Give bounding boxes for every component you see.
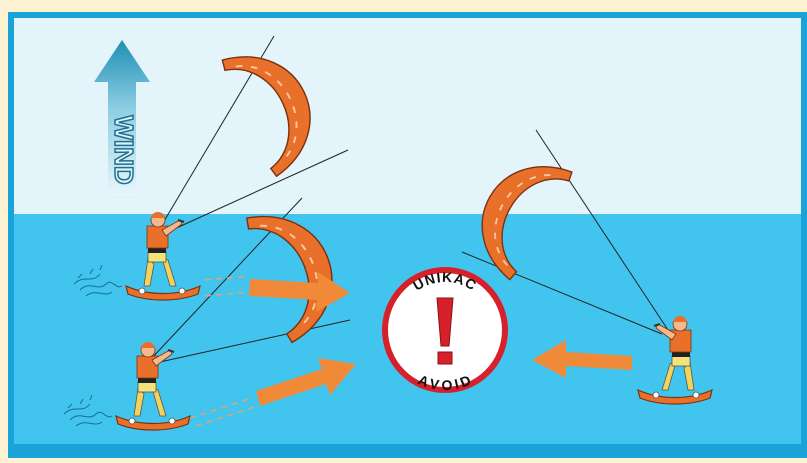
direction-arrow-icon — [249, 272, 350, 312]
sky-area — [14, 18, 801, 214]
avoid-sign-bottom-text: AVOID — [416, 371, 474, 393]
direction-arrow-icon — [256, 358, 356, 406]
motion-trails — [189, 275, 259, 427]
direction-arrow-icon — [532, 340, 632, 378]
wind-arrow-icon — [94, 40, 150, 196]
wind-label: WIND — [109, 115, 139, 184]
exclamation-icon — [436, 297, 454, 365]
